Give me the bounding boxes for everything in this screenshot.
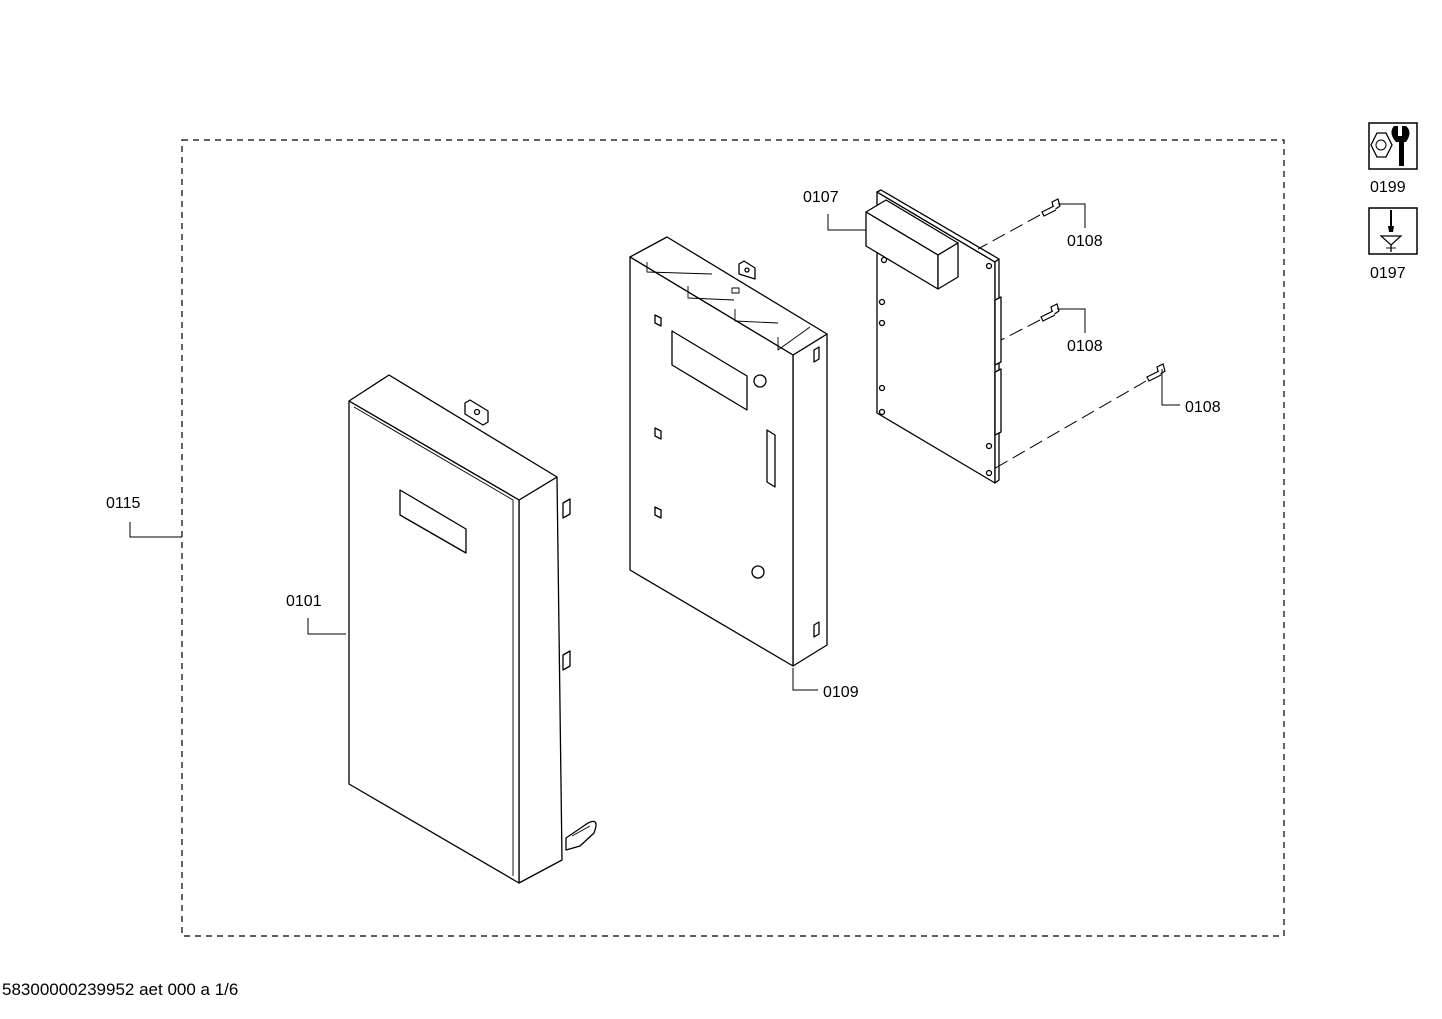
label-screw-top: 0108 [1067,233,1103,250]
screw-axis-lines [977,214,1147,471]
label-front-cover: 0101 [286,593,322,610]
wrench-nut-icon[interactable] [1368,122,1418,170]
label-housing: 0109 [823,684,859,701]
label-screw-bottom: 0108 [1185,399,1221,416]
label-screw-middle: 0108 [1067,338,1103,355]
assembly-boundary [181,139,1285,937]
part-screws[interactable] [1040,198,1166,382]
label-tool-screw: 0197 [1370,265,1406,282]
screwdriver-screw-icon[interactable] [1368,207,1418,255]
screw-bottom [1146,363,1166,382]
label-module: 0107 [803,189,839,206]
screw-middle [1040,303,1060,322]
part-housing[interactable] [629,236,828,667]
part-electronic-module[interactable] [865,189,1002,484]
screw-top [1041,198,1061,217]
label-tool-key: 0199 [1370,179,1406,196]
part-front-cover[interactable] [348,374,597,884]
document-code: 58300000239952 aet 000 a 1/6 [2,980,239,999]
label-assembly: 0115 [106,495,141,512]
leader-lines [129,203,1180,691]
